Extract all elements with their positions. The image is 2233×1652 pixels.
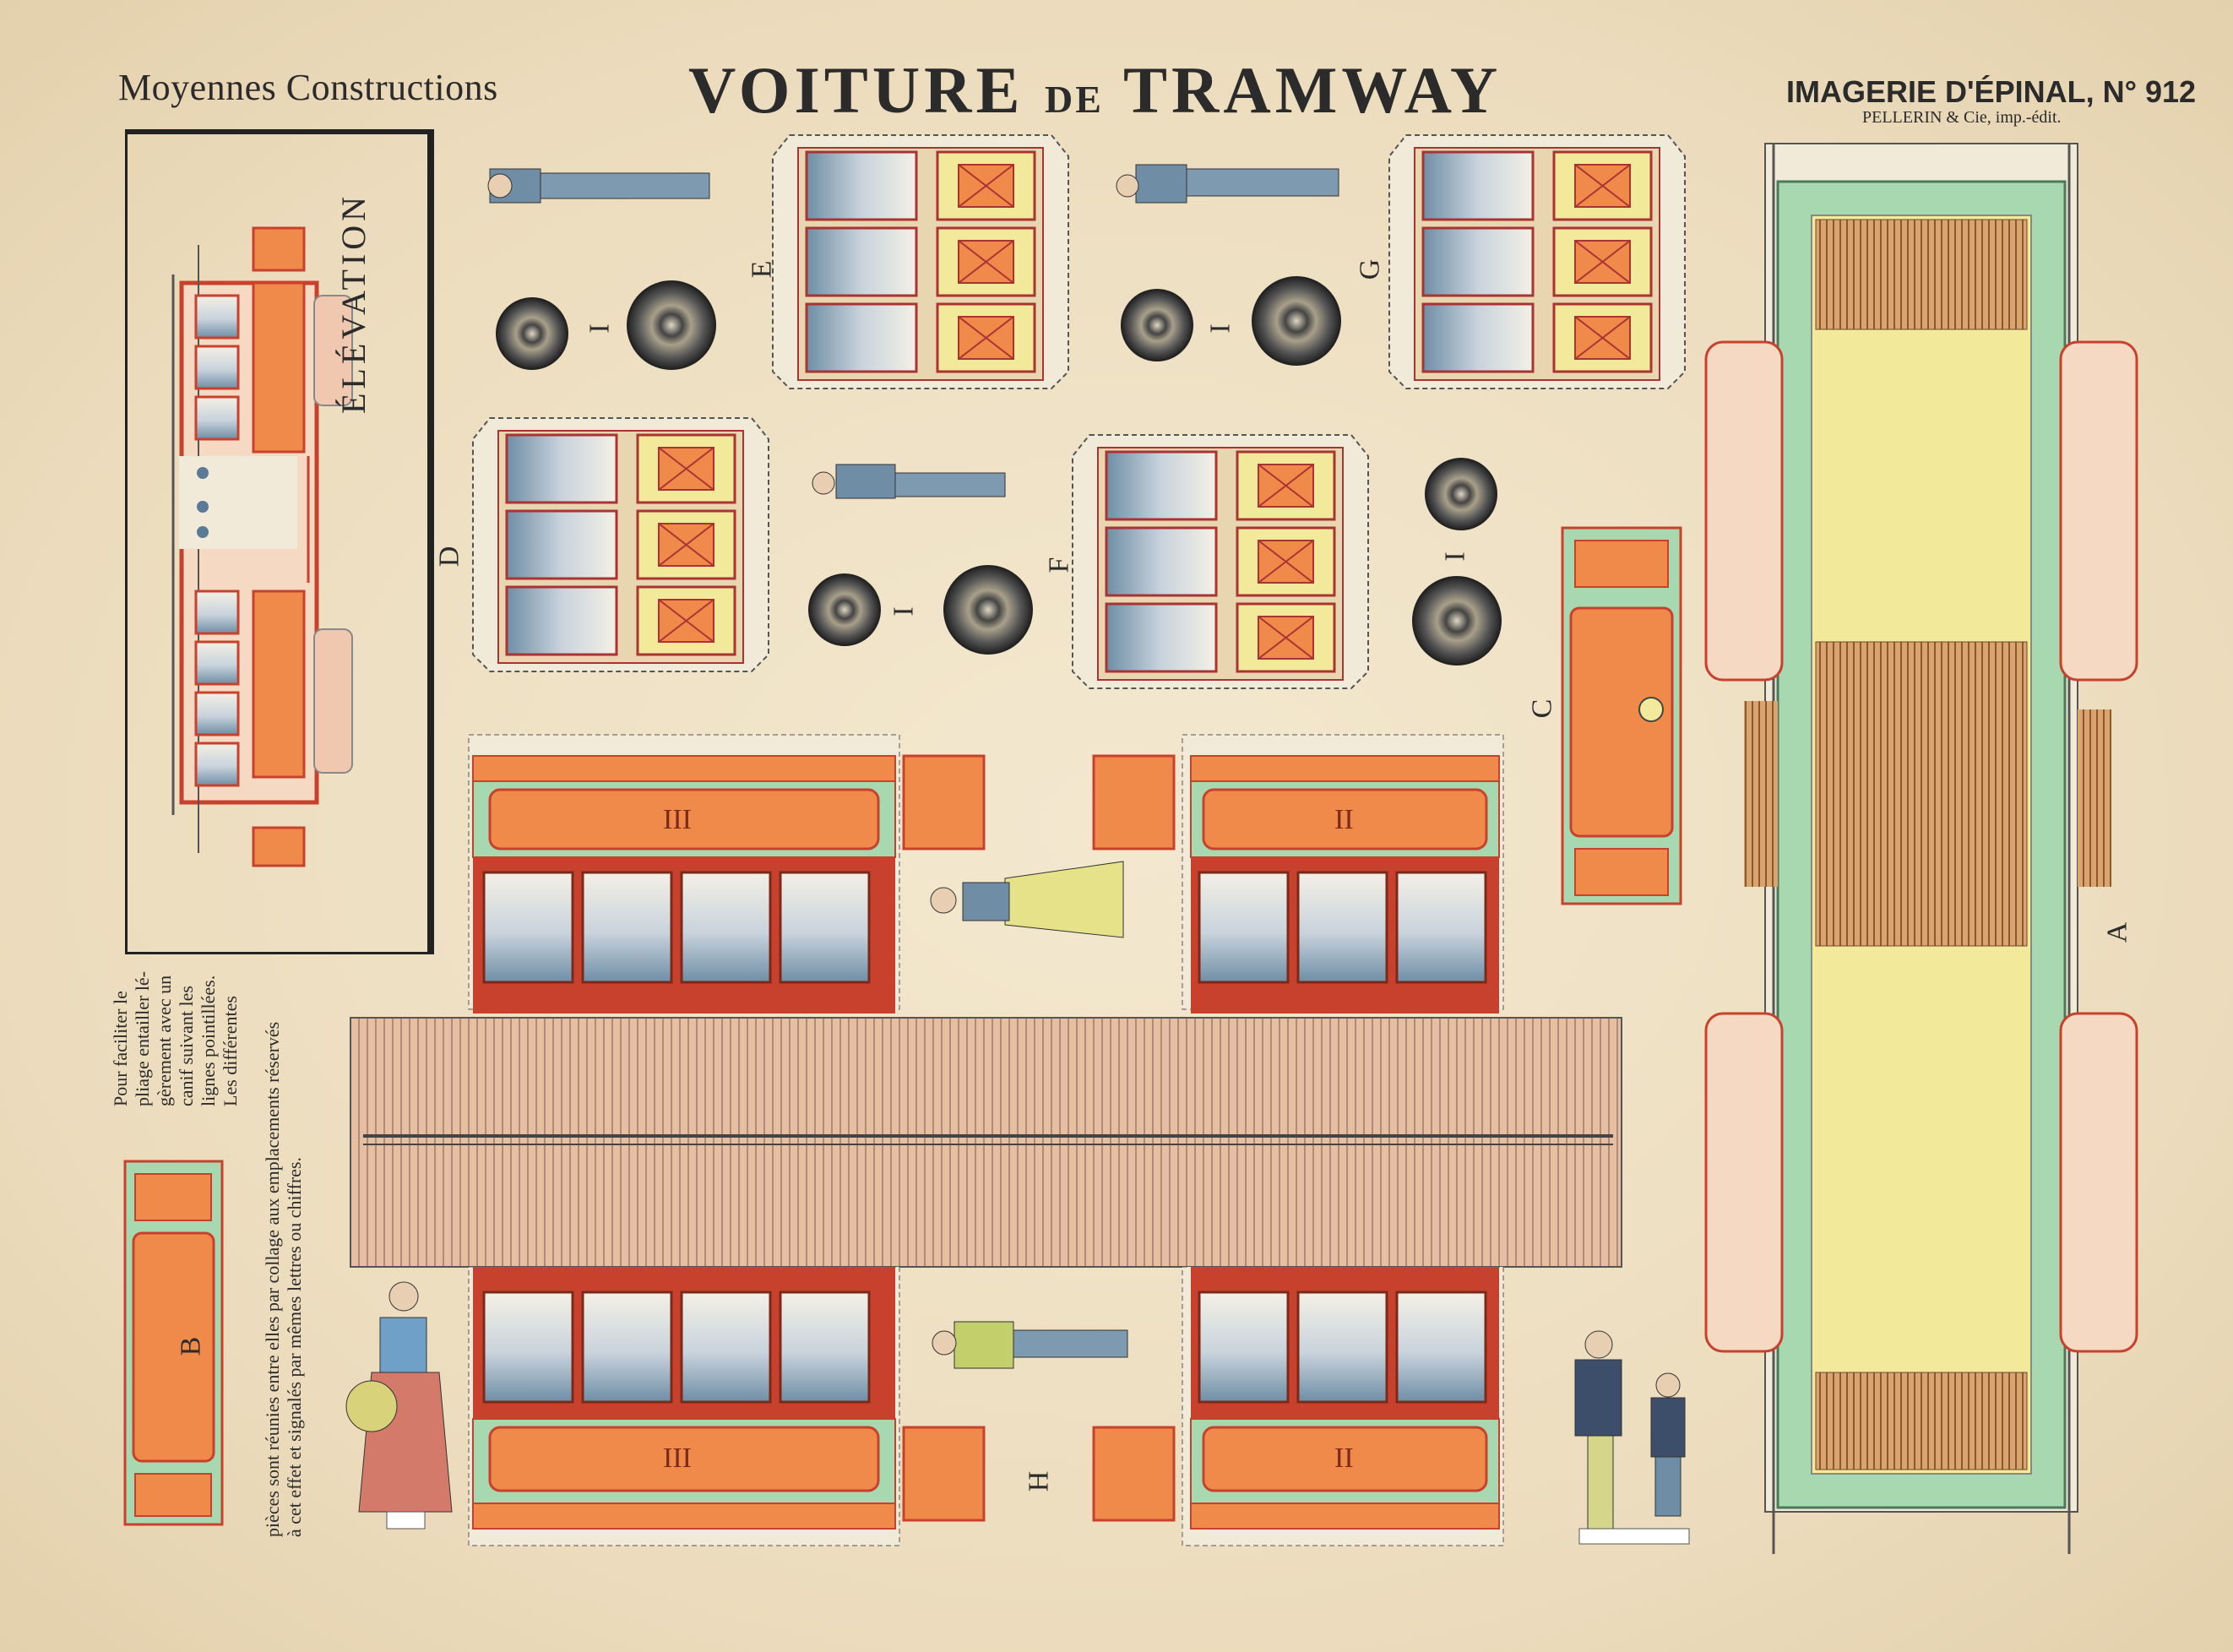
panel-B — [123, 1160, 224, 1526]
instructions-line-4: canif suivant les — [176, 986, 197, 1106]
instructions-line-2: pliage entailler lé- — [132, 970, 153, 1106]
part-letter-I-4: I — [1439, 552, 1471, 562]
roman-label-III-bottom: III — [663, 1443, 692, 1474]
figure-man-top-hat — [932, 1321, 1128, 1369]
roman-label-II-top: II — [1334, 804, 1354, 835]
part-letter-H: H — [1023, 1470, 1055, 1492]
publisher-number: IMAGERIE D'ÉPINAL, N° 912 — [1786, 74, 2197, 109]
title-voiture: VOITURE — [688, 53, 1024, 127]
roman-label-III-top: III — [663, 804, 692, 835]
roman-label-II-bottom: II — [1334, 1443, 1354, 1474]
side-panel-bottom-right — [1092, 1266, 1504, 1546]
part-letter-I-1: I — [584, 323, 616, 334]
figure-driver — [812, 464, 1006, 499]
roof-panel — [350, 1017, 1622, 1268]
page-title: VOITURE DE TRAMWAY — [688, 52, 1502, 128]
panel-C — [1561, 526, 1682, 905]
title-de: DE — [1045, 78, 1104, 121]
instructions-line-6: Les différentes — [220, 996, 241, 1106]
instructions-line-1: Pour faciliter le — [110, 991, 131, 1106]
instructions-line-5: lignes pointillées. — [198, 975, 219, 1106]
panel-E — [772, 134, 1069, 389]
figure-lady-basket — [345, 1281, 453, 1530]
figure-lady-green-dress — [930, 861, 1124, 938]
series-title: Moyennes Constructions — [118, 67, 498, 108]
part-letter-I-2: I — [1204, 323, 1236, 334]
part-letter-C: C — [1526, 698, 1558, 719]
instructions-line-8: à cet effet et signalés par mêmes lettre… — [284, 1156, 305, 1537]
panel-D — [471, 416, 770, 673]
part-letter-B: B — [175, 1336, 207, 1356]
title-tramway: TRAMWAY — [1123, 53, 1502, 127]
part-letter-F: F — [1043, 557, 1075, 573]
elevation-label: ÉLÉVATION — [334, 192, 372, 414]
side-panel-bottom — [468, 1266, 986, 1546]
instructions-line-7: pièces sont réunies entre elles par coll… — [262, 1021, 283, 1537]
part-letter-D: D — [433, 546, 465, 568]
side-panel-top-right — [1092, 734, 1504, 1013]
side-panel-top — [468, 734, 986, 1013]
part-letter-I-3: I — [888, 606, 920, 617]
elevation-tram — [171, 226, 353, 867]
instructions-col-1: Pour faciliter le pliage entailler lé- g… — [110, 971, 242, 1106]
panel-G — [1388, 133, 1687, 390]
elevation-frame — [125, 129, 434, 954]
printer-credit: PELLERIN & Cie, imp.-édit. — [1862, 108, 2062, 127]
figure-man-and-child — [1574, 1330, 1690, 1545]
figure-conductor-1 — [487, 168, 710, 204]
panel-F — [1071, 433, 1370, 690]
part-letter-G: G — [1354, 258, 1386, 280]
instructions-line-3: gèrement avec un — [154, 975, 175, 1106]
part-letter-A: A — [2101, 921, 2133, 943]
wheels — [496, 276, 1502, 666]
chassis-A — [1704, 143, 2138, 1554]
instructions-col-2: pièces sont réunies entre elles par coll… — [262, 1022, 306, 1537]
figure-conductor-2 — [1116, 164, 1339, 204]
part-letter-E: E — [746, 260, 778, 279]
